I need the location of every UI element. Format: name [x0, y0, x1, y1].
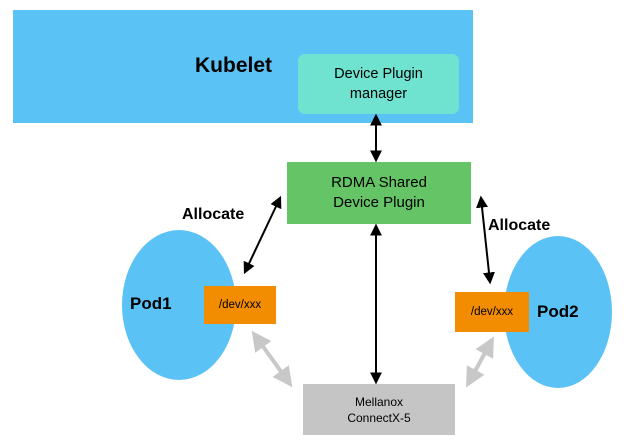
rdma-plugin-label-line1: RDMA Shared: [331, 174, 427, 191]
pod2-device-box: /dev/xxx: [455, 292, 529, 332]
pod1-label: Pod1: [130, 294, 172, 313]
pod1-device-box: /dev/xxx: [204, 286, 276, 324]
kubelet-label: Kubelet: [195, 54, 273, 77]
pod2-device-label: /dev/xxx: [470, 306, 514, 318]
allocate-label-left: Allocate: [182, 206, 245, 223]
nic-label-line1: Mellanox: [354, 394, 404, 409]
pod1-nic-arrow: [251, 330, 293, 388]
allocate-label-right: Allocate: [488, 217, 551, 234]
plugin-pod2-allocate-arrow: [476, 195, 495, 285]
pod1-device-label: /dev/xxx: [218, 299, 262, 311]
rdma-plugin-label-line2: Device Plugin: [333, 194, 425, 211]
nic-label-line2: ConnectX-5: [347, 410, 411, 425]
pod2-nic-arrow: [466, 336, 494, 388]
mellanox-connectx5-box: Mellanox ConnectX-5: [303, 384, 455, 435]
device-plugin-manager-label-line1: Device Plugin: [334, 66, 423, 82]
device-plugin-manager-box: Device Plugin manager: [298, 54, 459, 114]
plugin-pod1-allocate-arrow: [243, 195, 282, 275]
rdma-shared-device-plugin-box: RDMA Shared Device Plugin: [287, 162, 471, 224]
pod2-label: Pod2: [537, 302, 579, 321]
device-plugin-manager-label-line2: manager: [349, 86, 408, 102]
